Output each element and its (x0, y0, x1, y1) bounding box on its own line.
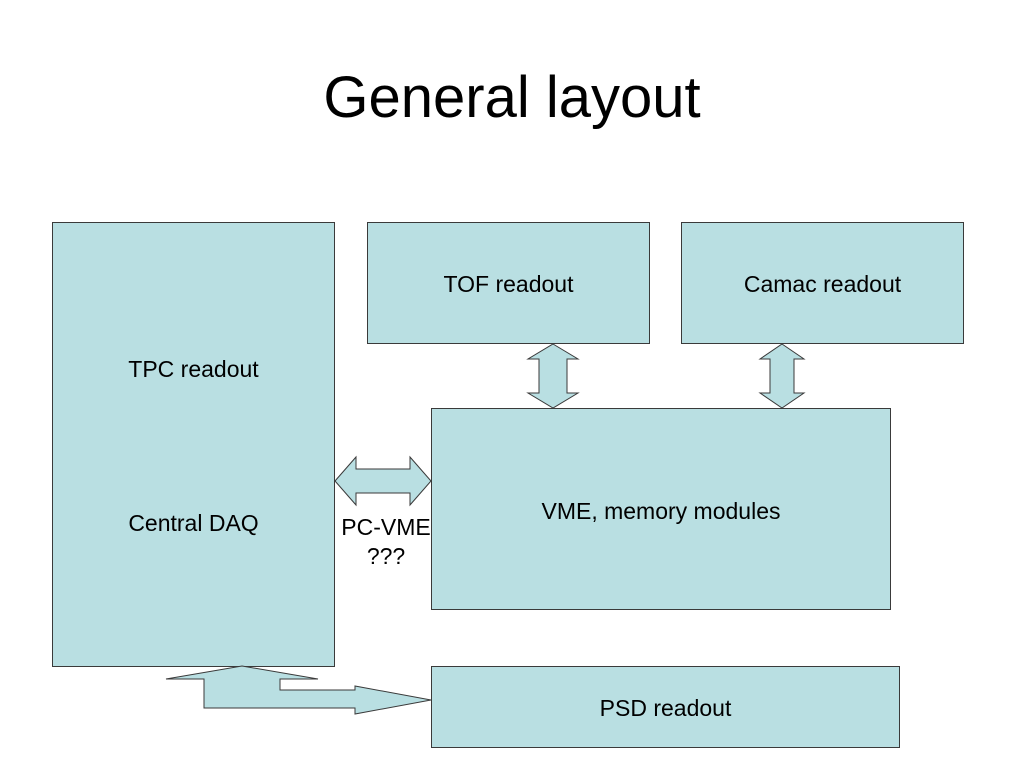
tof-vme-arrow (526, 343, 580, 409)
vme-memory-modules-label: VME, memory modules (541, 498, 781, 524)
psd-readout-box: PSD readout (431, 666, 900, 748)
daq-psd-arrow (165, 665, 432, 715)
tof-readout-label: TOF readout (443, 271, 574, 297)
pc-vme-label: PC-VME (341, 514, 431, 540)
central-daq-label: Central DAQ (128, 510, 259, 536)
psd-readout-label: PSD readout (599, 695, 732, 721)
vme-memory-modules-box: VME, memory modules (431, 408, 891, 610)
camac-vme-arrow (758, 343, 806, 409)
camac-readout-label: Camac readout (743, 271, 902, 297)
tpc-central-daq-box: TPC readout Central DAQ (52, 222, 335, 667)
tpc-readout-label: TPC readout (128, 356, 259, 382)
camac-readout-box: Camac readout (681, 222, 964, 344)
pc-vme-question-label: ??? (366, 543, 406, 569)
tof-readout-box: TOF readout (367, 222, 650, 344)
slide-title: General layout (323, 65, 701, 130)
pc-vme-arrow (334, 455, 432, 507)
